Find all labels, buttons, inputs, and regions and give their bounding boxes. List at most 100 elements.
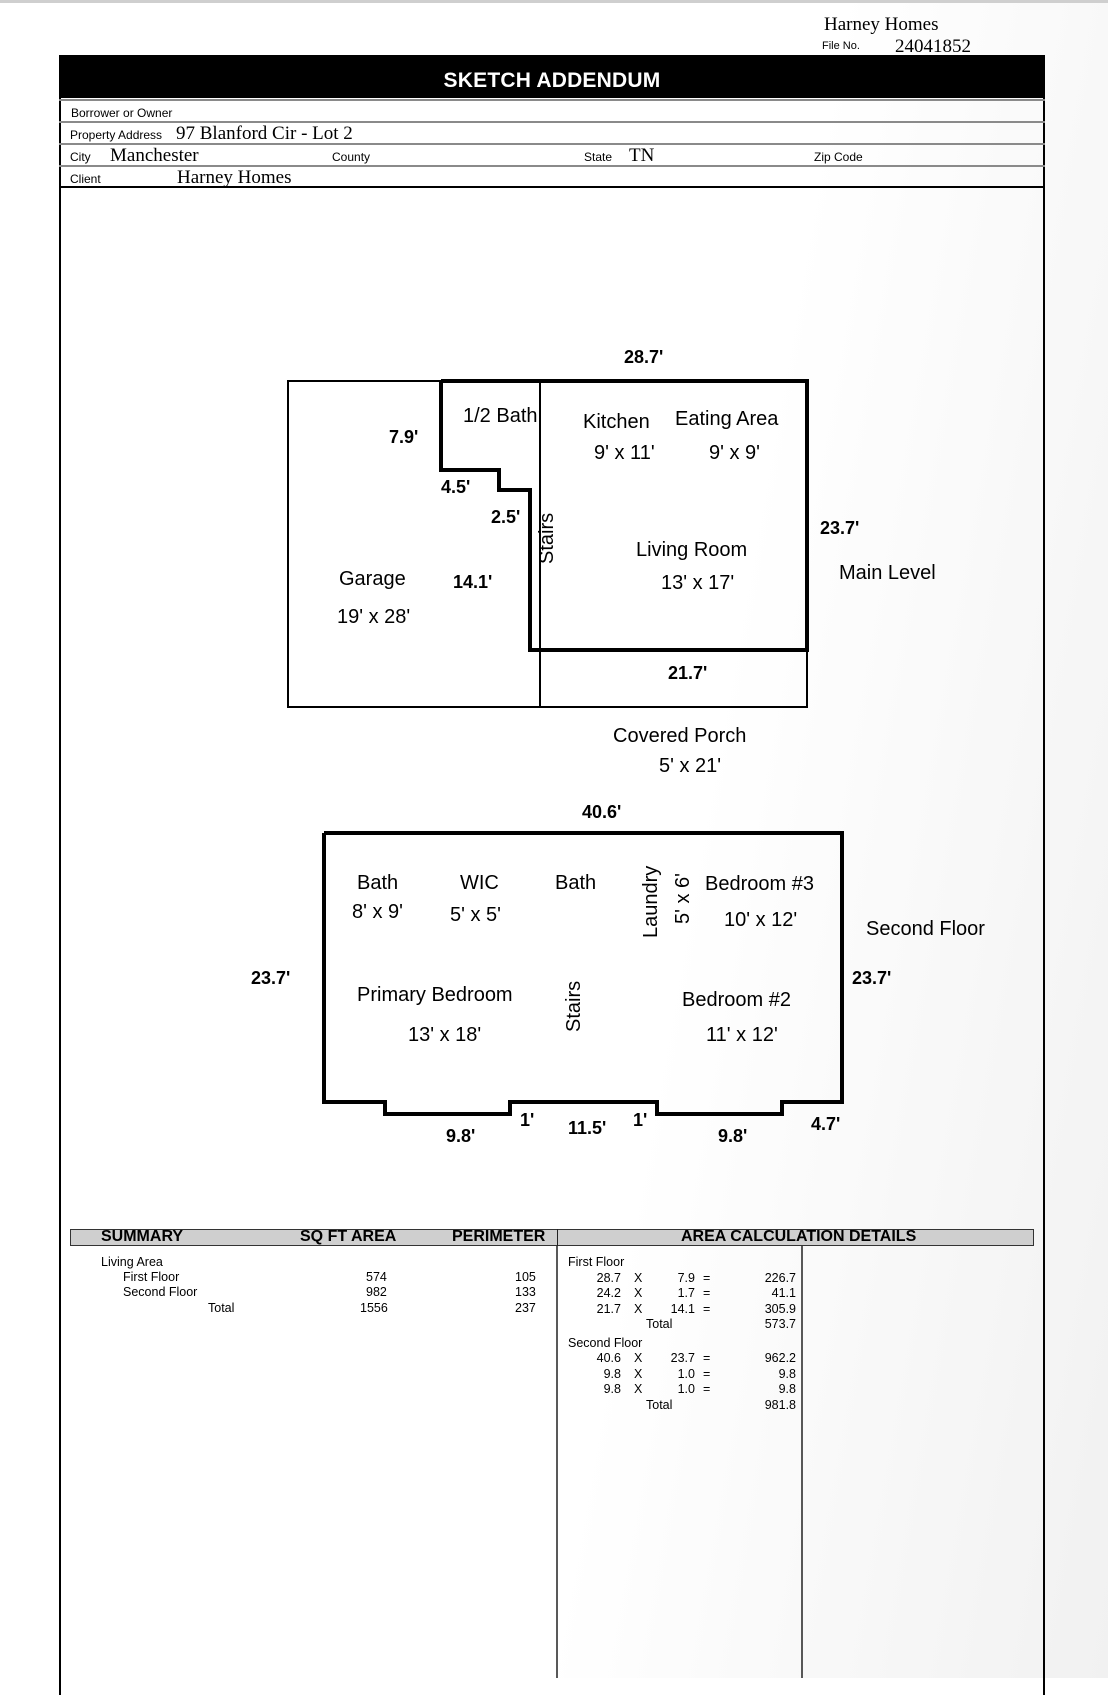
row-divider <box>59 186 1045 188</box>
dim-second-bottom-right: 9.8' <box>718 1126 748 1146</box>
summary-total-area: 1556 <box>360 1301 388 1315</box>
calc-operator: X <box>634 1351 643 1365</box>
calc-factor-a: 21.7 <box>596 1301 621 1316</box>
row-divider <box>59 143 1045 145</box>
dim-main-step-horizontal: 4.5' <box>441 477 471 497</box>
borrower-label: Borrower or Owner <box>71 106 173 120</box>
calc-details-header: AREA CALCULATION DETAILS <box>681 1228 917 1245</box>
room-bath-hall: Bath <box>555 872 597 894</box>
dim-main-top: 28.7' <box>624 347 664 367</box>
file-no-value: 24041852 <box>895 36 971 57</box>
summary-header: SUMMARY <box>101 1228 184 1245</box>
page-top-edge <box>0 0 1108 3</box>
area-header: SQ FT AREA <box>300 1228 397 1245</box>
calc-total-label: Total <box>646 1397 673 1412</box>
room-eating-area-size: 9' x 9' <box>709 442 760 464</box>
room-primary-bedroom: Primary Bedroom <box>357 984 513 1006</box>
living-area-label: Living Area <box>101 1255 163 1269</box>
room-living-room-size: 13' x 17' <box>661 572 735 594</box>
dim-second-left: 23.7' <box>251 968 291 988</box>
room-bedroom-3-size: 10' x 12' <box>724 909 798 931</box>
summary-row-perimeter: 105 <box>515 1270 536 1284</box>
state-value: TN <box>629 145 655 166</box>
calc-factor-a: 24.2 <box>596 1286 621 1300</box>
calc-floor-label: Second Floor <box>568 1335 643 1350</box>
form-frame <box>59 55 1045 1695</box>
zip-label: Zip Code <box>814 150 863 164</box>
dim-main-bottom: 21.7' <box>668 663 708 683</box>
calc-factor-a: 40.6 <box>596 1351 621 1365</box>
room-garage: Garage <box>339 568 406 590</box>
summary-row-perimeter: 133 <box>515 1285 536 1299</box>
client-value: Harney Homes <box>177 167 292 188</box>
calc-result: 962.2 <box>764 1351 796 1365</box>
property-address-value: 97 Blanford Cir - Lot 2 <box>176 123 353 144</box>
calc-floor-label: First Floor <box>568 1255 625 1269</box>
dim-second-bottom-left: 9.8' <box>446 1126 476 1146</box>
calc-equals: = <box>703 1351 711 1365</box>
room-primary-bedroom-size: 13' x 18' <box>408 1024 482 1046</box>
room-kitchen-size: 9' x 11' <box>594 442 655 464</box>
room-living-room: Living Room <box>636 539 748 561</box>
calc-operator: X <box>634 1382 643 1396</box>
second-floor-label: Second Floor <box>866 918 985 940</box>
calc-result: 226.7 <box>764 1270 796 1285</box>
company-name: Harney Homes <box>824 14 939 35</box>
calc-equals: = <box>703 1301 711 1316</box>
calc-total: 981.8 <box>764 1397 796 1412</box>
row-divider <box>59 165 1045 167</box>
room-bath-primary-size: 8' x 9' <box>352 901 403 923</box>
room-eating-area: Eating Area <box>675 408 779 430</box>
main-level-outline <box>439 379 809 652</box>
city-label: City <box>70 150 91 164</box>
calc-factor-b: 1.0 <box>677 1382 695 1396</box>
calc-factor-a: 28.7 <box>596 1270 621 1285</box>
county-label: County <box>332 150 371 164</box>
calc-result: 305.9 <box>764 1301 796 1316</box>
dim-second-bump-left: 1' <box>520 1110 535 1130</box>
calc-operator: X <box>634 1366 643 1381</box>
summary-total-label: Total <box>208 1301 235 1315</box>
summary-row-area: 574 <box>366 1270 387 1284</box>
dim-second-right: 23.7' <box>852 968 892 988</box>
calc-result: 41.1 <box>771 1286 796 1300</box>
calc-result: 9.8 <box>778 1382 796 1396</box>
summary-row-area: 982 <box>366 1285 387 1299</box>
calc-factor-a: 9.8 <box>603 1382 621 1396</box>
dim-main-right: 23.7' <box>820 518 860 538</box>
calc-factor-b: 1.0 <box>677 1366 695 1381</box>
calc-operator: X <box>634 1270 643 1285</box>
dim-main-left-lower: 14.1' <box>453 572 493 592</box>
room-stairs-main: Stairs <box>536 512 558 564</box>
dim-second-corner-right: 4.7' <box>811 1114 841 1134</box>
room-bedroom-3: Bedroom #3 <box>705 873 814 895</box>
perimeter-header: PERIMETER <box>452 1228 546 1245</box>
summary-row-label: First Floor <box>123 1270 180 1284</box>
summary-total-perimeter: 237 <box>515 1301 536 1315</box>
summary-header-bar <box>70 1229 1034 1246</box>
row-divider <box>59 121 1045 123</box>
calc-factor-b: 7.9 <box>677 1270 695 1285</box>
room-laundry: Laundry <box>640 865 662 938</box>
client-label: Client <box>70 172 101 186</box>
file-no-label: File No. <box>822 40 860 52</box>
room-half-bath: 1/2 Bath <box>463 405 538 427</box>
dim-second-top: 40.6' <box>582 802 622 822</box>
form-title: SKETCH ADDENDUM <box>59 55 1045 98</box>
summary-row-label: Second Floor <box>123 1285 198 1299</box>
main-level-label: Main Level <box>839 562 936 584</box>
calc-equals: = <box>703 1270 711 1285</box>
calc-factor-b: 23.7 <box>670 1351 695 1365</box>
calc-factor-b: 1.7 <box>677 1286 695 1300</box>
calc-factor-a: 9.8 <box>603 1366 621 1381</box>
dim-main-step-vertical: 2.5' <box>491 507 521 527</box>
calc-operator: X <box>634 1301 643 1316</box>
room-stairs-second: Stairs <box>563 980 585 1032</box>
state-label: State <box>584 150 613 164</box>
room-bedroom-2: Bedroom #2 <box>682 989 791 1011</box>
calc-total: 573.7 <box>764 1317 796 1331</box>
calc-operator: X <box>634 1286 643 1300</box>
room-covered-porch-size: 5' x 21' <box>659 755 722 777</box>
city-value: Manchester <box>110 145 199 166</box>
